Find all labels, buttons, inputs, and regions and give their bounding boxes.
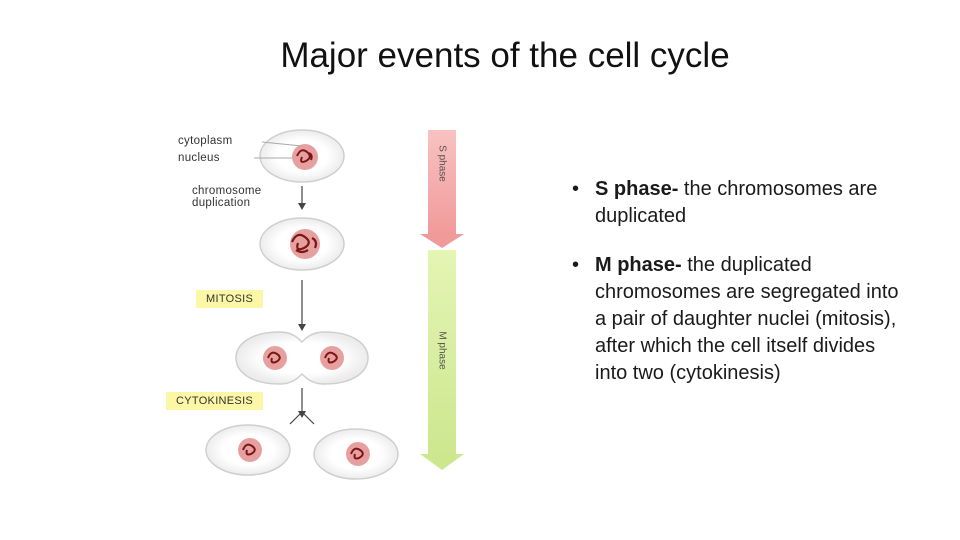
nucleus <box>292 144 318 170</box>
cell-cycle-diagram <box>205 129 464 480</box>
s-phase-arrow <box>420 130 464 248</box>
nucleus <box>320 346 344 370</box>
cell-cycle-figure: cytoplasm nucleus chromosome duplication… <box>160 120 490 480</box>
bullet-term: S phase- <box>595 178 679 200</box>
bullet-m-phase: • M phase- the duplicated chromosomes ar… <box>570 252 910 387</box>
bullet-dot: • <box>572 178 580 200</box>
mitosis-label: MITOSIS <box>196 290 264 308</box>
chromosome-duplication-label-line2: duplication <box>192 197 251 209</box>
chromosome <box>290 233 318 254</box>
m-phase-bar-label: M phase <box>436 331 448 370</box>
daughter-cell-right <box>313 428 399 480</box>
chromosome <box>267 351 281 364</box>
cytoplasm-label: cytoplasm <box>178 135 233 147</box>
cell-interphase <box>259 129 345 183</box>
chromosome-duplication-label-line1: chromosome <box>192 185 262 197</box>
s-phase-bar-label: S phase <box>436 145 448 182</box>
bullet-list: • S phase- the chromosomes are duplicate… <box>570 176 910 409</box>
chromosome <box>350 447 364 460</box>
bullet-term: M phase- <box>595 254 682 276</box>
cytokinesis-label: CYTOKINESIS <box>166 392 264 410</box>
daughter-cell-left <box>205 424 291 476</box>
nucleus <box>346 442 370 466</box>
bullet-text: the duplicated chromosomes are segregate… <box>595 254 899 384</box>
m-phase-arrow <box>420 250 464 470</box>
bullet-s-phase: • S phase- the chromosomes are duplicate… <box>570 176 910 230</box>
nucleus <box>238 438 262 462</box>
chromosome <box>296 149 313 163</box>
nucleus <box>263 346 287 370</box>
page-title: Major events of the cell cycle <box>280 36 730 75</box>
bullet-text: the chromosomes are duplicated <box>595 178 878 227</box>
bullet-dot: • <box>572 254 580 276</box>
chromosome <box>324 351 338 364</box>
chromosome <box>242 443 256 456</box>
cell-duplicated <box>259 217 345 271</box>
cell-dividing <box>235 331 369 385</box>
nucleus-label: nucleus <box>178 152 220 164</box>
